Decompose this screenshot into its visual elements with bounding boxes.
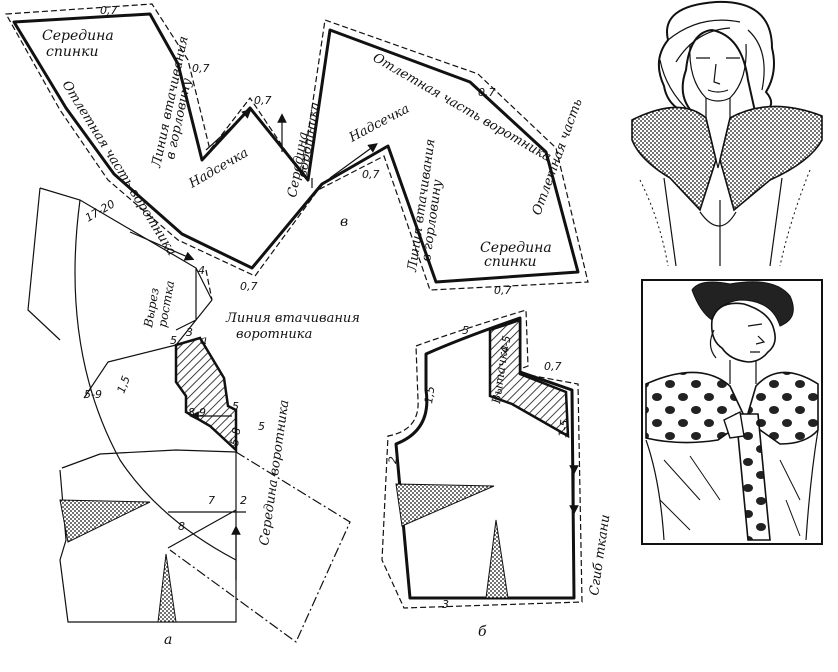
hair-strands [659,19,765,113]
measure-label: 8-9 [188,406,206,419]
hair-outline [657,0,775,118]
front-seam-allowance [205,269,213,301]
grain-arrow [329,143,378,179]
neck-cut-label-2: ростка [155,279,177,328]
back-side-dart [395,483,495,527]
collar-outline [12,12,580,284]
face-features [747,323,766,353]
front-waist-dart [157,553,177,623]
neck [729,360,757,384]
collar-line-label: Линия втачивания [225,311,360,326]
measure-label: 5-9 [84,388,102,401]
neckline [705,117,731,169]
armhole-arc [74,199,237,561]
bodice-lines [663,177,783,267]
measure-label: 5 [258,420,265,433]
measure-label: 5-8 [228,427,243,447]
allowance-label: 0,7 [494,284,512,297]
measure-label: 3 [186,326,193,339]
center-back-label: Середина [42,28,114,44]
face-outline [689,43,747,102]
measure-label: 1,5 [422,385,437,404]
front-bodice-pattern: 17-20 Вырез ростка Линия втачивания воро… [27,187,360,648]
back-seam-allowance [381,309,583,609]
center-back-label: Середина [480,240,552,256]
fashion-sketch-polka-dot [641,279,823,545]
measure-label: 4 [198,264,205,277]
back-bodice-pattern: 5 4-5 Вытачка 0,7 1,5 2 1-5 3 Сгиб ткани… [381,309,613,640]
measure-label: 8 [178,520,185,533]
bodice-texture [659,455,801,537]
piece-label-v: в [340,214,348,230]
notch-label: Надсечка [186,146,251,192]
illustration-frame [641,279,823,545]
allowance-label: 0,7 [362,168,380,181]
measure-label: 2 [240,494,247,507]
allowance-label: 0,7 [192,62,210,75]
measure-label: 3 [442,598,449,611]
measure-label: 2 [386,456,400,465]
measure-label: 1,5 [115,374,133,395]
measure-label: 1-5 [556,419,571,439]
collar-left-seam-allowance [5,3,589,291]
piece-label-a: а [164,632,172,648]
face-features [696,57,740,93]
back-bodice-outline [394,316,576,600]
back-dart-hatched [488,318,570,439]
notch-label: Надсечка [346,101,412,146]
center-back-label-2: спинки [46,44,98,60]
allowance-label: 0,7 [544,360,562,373]
ear [709,329,717,359]
piece-label-b: б [478,624,487,640]
front-neck-hatched [174,336,238,453]
bodice-texture [639,169,811,267]
fabric-fold-label: Сгиб ткани [587,514,613,597]
measure-label: 5 [232,400,239,413]
construction-line [167,509,246,549]
center-back-label-2: спинки [484,254,536,270]
allowance-label: 0,7 [478,86,496,99]
collar-line-label-2: воротника [236,327,312,342]
collar-left [631,106,717,212]
measure-label: 7 [208,494,215,507]
measure-label: 17-20 [83,197,117,224]
collar-right [719,105,823,212]
point-label: а [200,333,207,347]
fashion-sketch-collar [631,0,823,267]
back-waist-dart [485,519,509,599]
collar-tie [735,413,771,541]
allowance-label: 0,7 [100,4,118,17]
allowance-label: 0,7 [240,280,258,293]
allowance-label: 0,7 [254,94,272,107]
measure-label: 4-5 [498,335,513,355]
bodice-lines [645,429,819,541]
neck-cut-label: Вырез [141,287,162,330]
measure-label: 5 [462,324,469,337]
collar-extension [169,451,351,643]
measure-label: 5 [170,334,177,347]
grain-arrow [129,231,195,261]
collar-knot [723,410,745,439]
grain-arrow [205,108,252,151]
neck [705,98,731,118]
front-side-dart [59,499,151,543]
face-outline [710,302,776,363]
collar-pattern: Середина спинки Линия втачивания в горло… [5,3,589,297]
construction-line [61,449,237,469]
